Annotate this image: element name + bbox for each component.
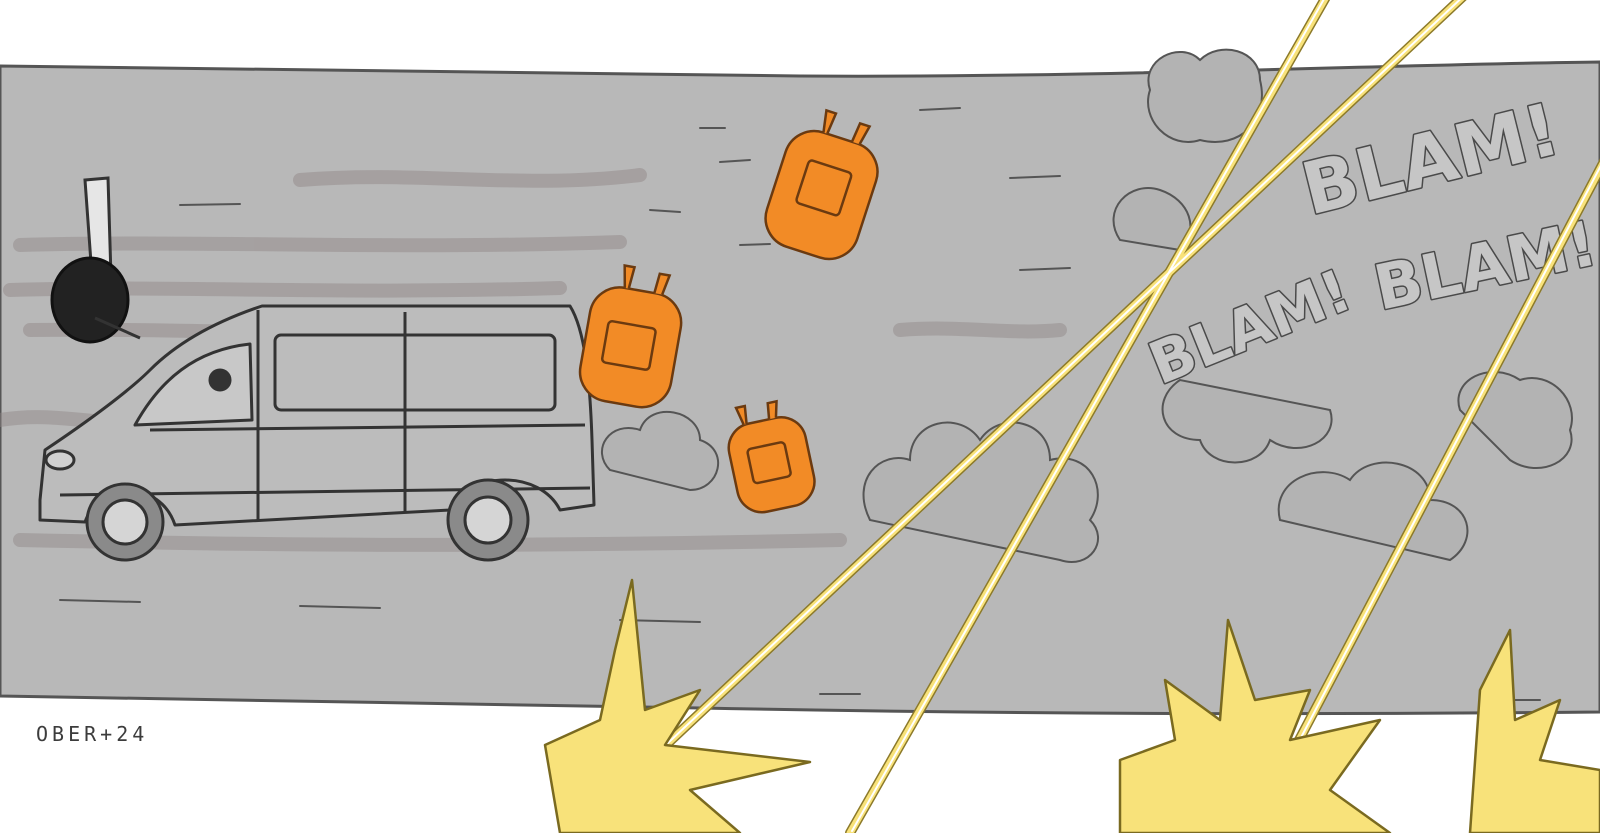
- muzzle-flash-icon: [543, 578, 1600, 833]
- smoke-clouds: [600, 48, 1573, 563]
- tracer-beam-icon: [645, 0, 1600, 833]
- van-windshield: [133, 342, 254, 427]
- spinning-tire-icon: [50, 176, 141, 344]
- gas-tank-icon: [578, 108, 879, 514]
- artist-signature: OBER+24: [36, 722, 149, 746]
- van-wheels: [85, 478, 530, 562]
